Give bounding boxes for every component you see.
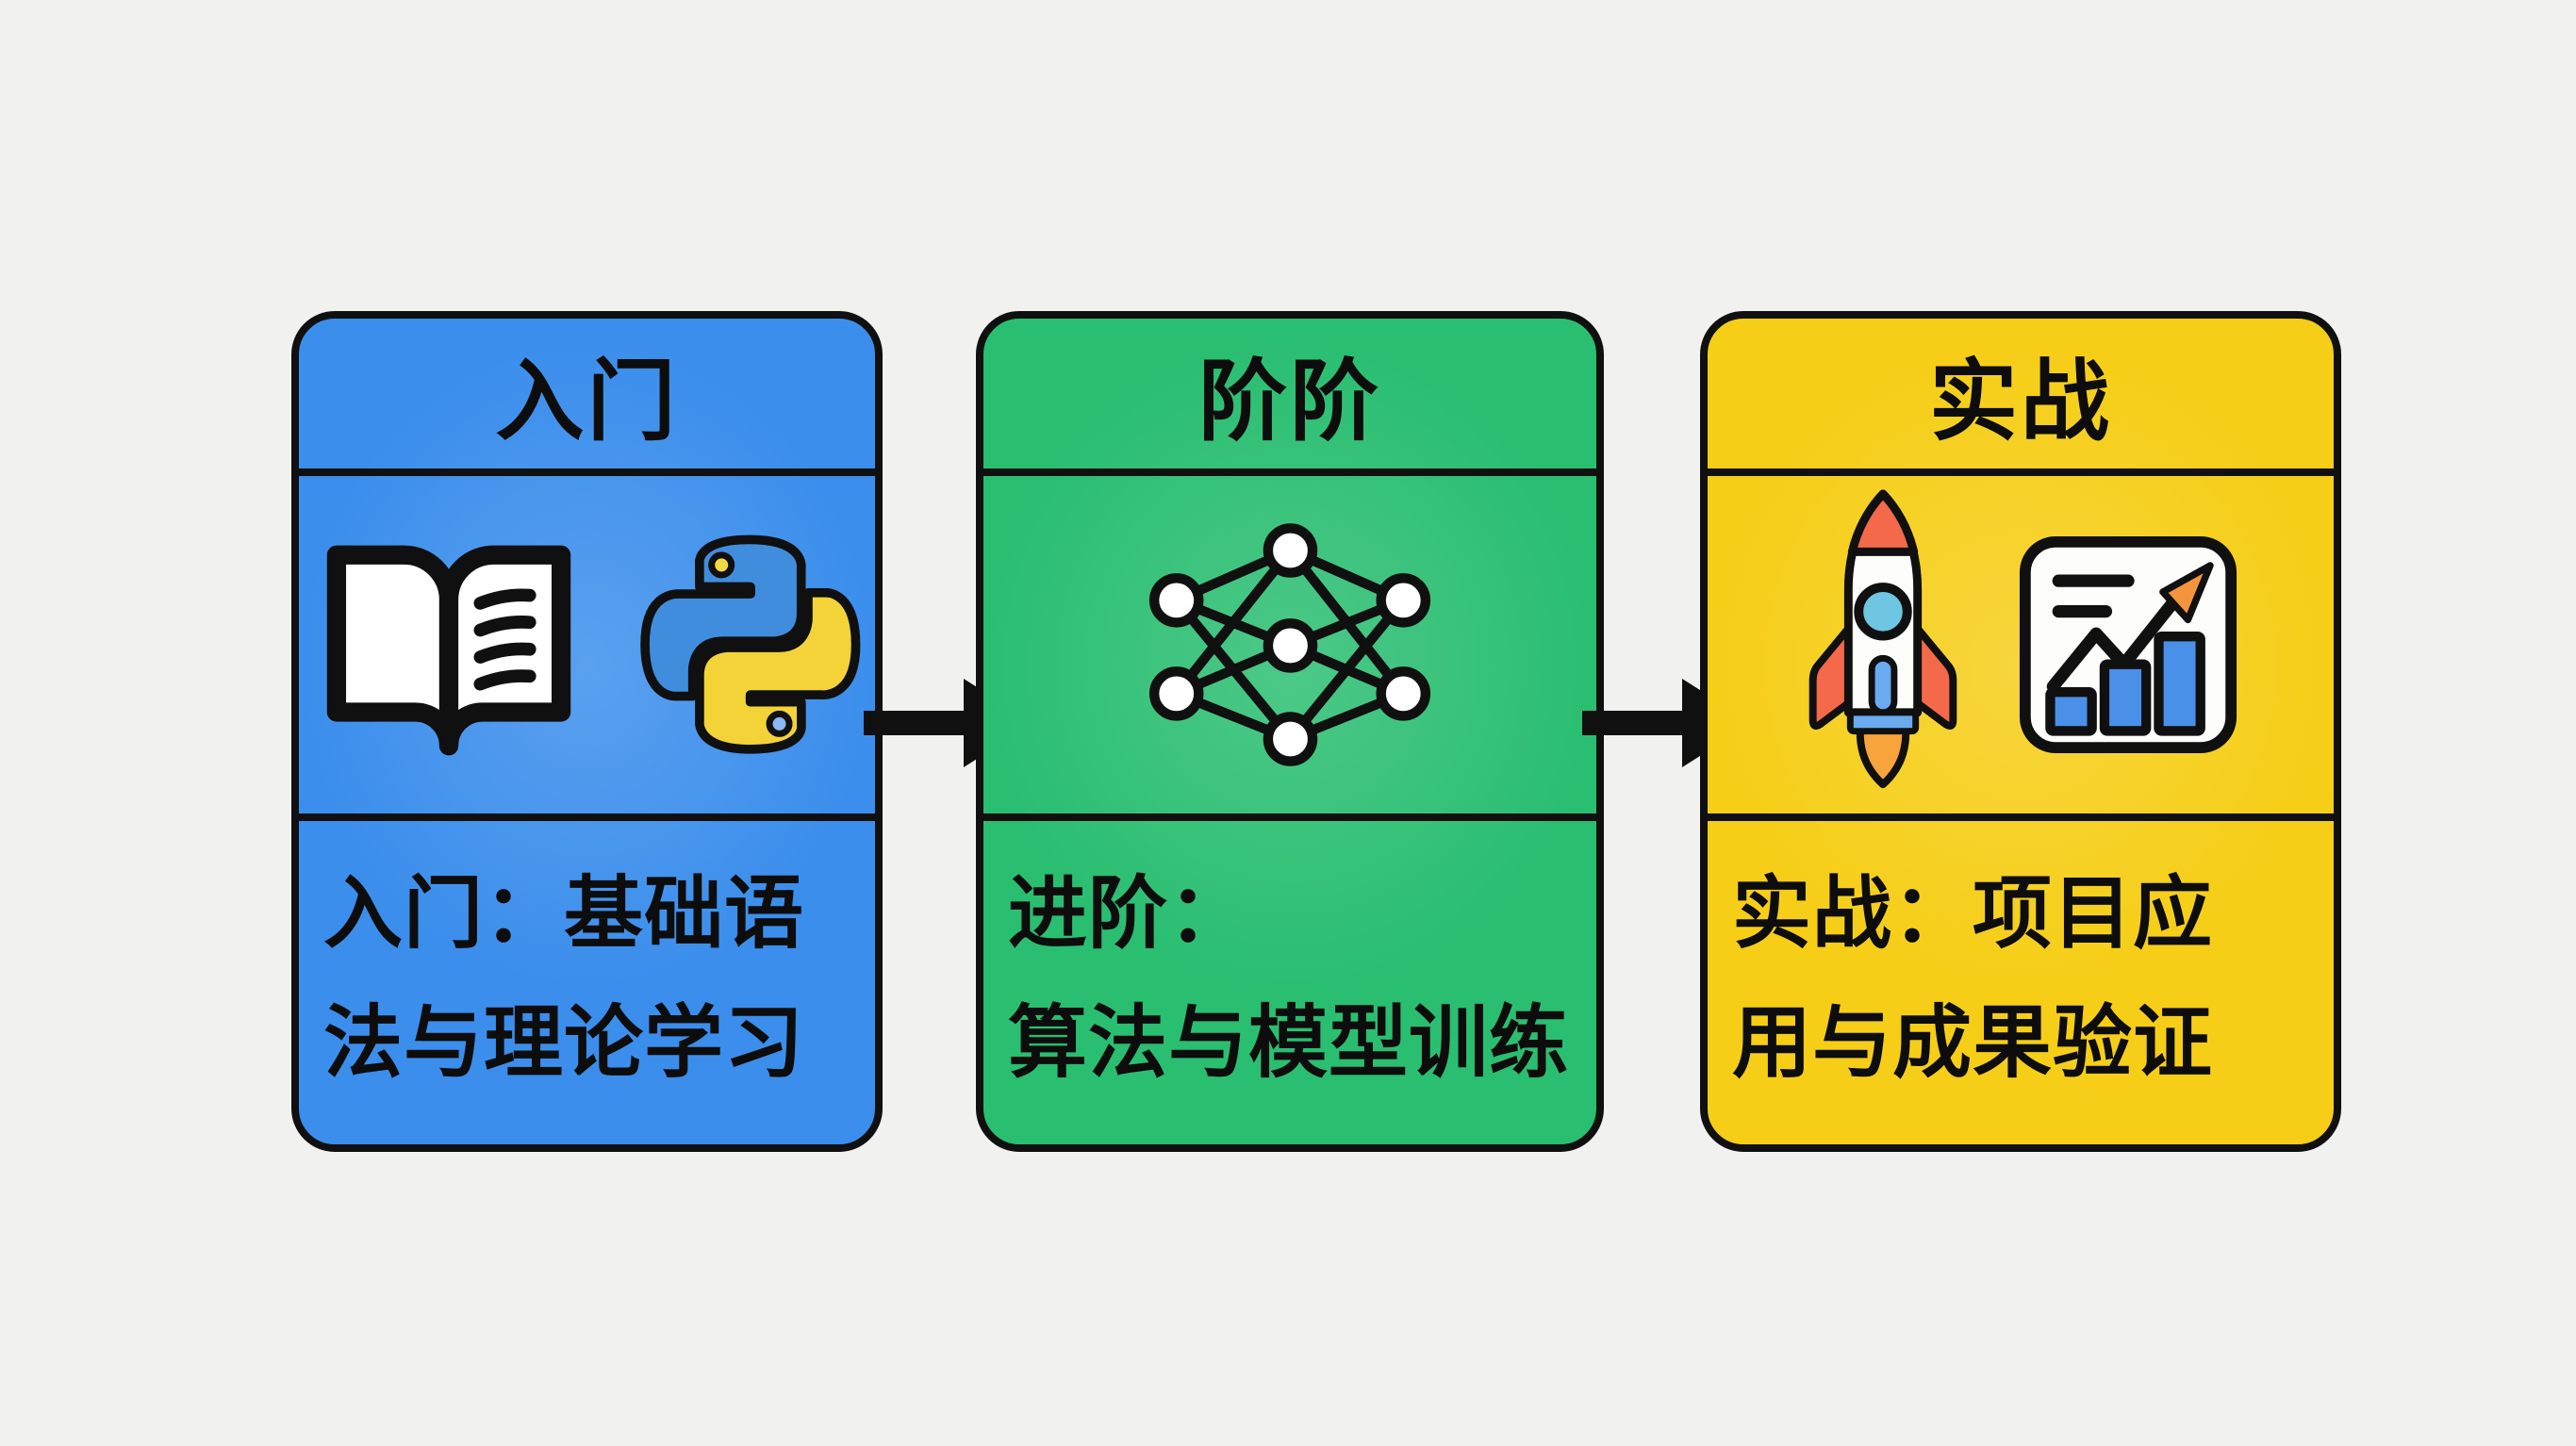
- network-nodes: [1148, 523, 1431, 766]
- stage3-description: 实战：项目应 用与成果验证: [1708, 821, 2334, 1144]
- stage1-description: 入门：基础语 法与理论学习: [299, 821, 875, 1144]
- python-eye-top: [707, 551, 735, 579]
- stage-card-advanced: 阶阶: [976, 311, 1604, 1152]
- python-yellow-snake: [694, 587, 860, 754]
- chart-trend-line: [2046, 597, 2179, 693]
- chart-header-lines: [2052, 574, 2135, 618]
- stage1-title: 入门: [495, 351, 679, 451]
- stage-card-beginner: 入门 入门：基础语 法与理论学习: [291, 311, 883, 1152]
- stage2-description: 进阶： 算法与模型训练: [983, 821, 1596, 1144]
- stage2-title: 阶阶: [1197, 351, 1381, 451]
- chart-bars: [2045, 631, 2205, 736]
- chart-trend-arrowhead: [2159, 562, 2214, 624]
- stage1-icon-section: [299, 476, 875, 821]
- rocket-base: [1846, 709, 1920, 735]
- stage1-desc-line1: 入门：基础语: [323, 869, 805, 959]
- stage1-header: 入门: [299, 319, 875, 476]
- stage3-desc-line2: 用与成果验证: [1732, 997, 2214, 1087]
- stage2-desc-line1: 进阶：: [1008, 869, 1249, 959]
- stage2-header: 阶阶: [983, 319, 1596, 476]
- stage3-desc-line1: 实战：项目应: [1732, 869, 2214, 959]
- rocket-icon: [1808, 489, 1957, 789]
- rocket-window: [1854, 583, 1912, 641]
- stage-card-practice: 实战: [1700, 311, 2341, 1152]
- rocket-nose-cone: [1847, 489, 1919, 556]
- neural-network-icon: [1148, 523, 1431, 766]
- open-book-icon: [326, 545, 570, 756]
- python-logo-icon: [639, 534, 860, 754]
- python-blue-snake: [639, 534, 806, 701]
- python-eye-bottom: [766, 710, 793, 737]
- stage2-icon-section: [983, 476, 1596, 821]
- rocket-nozzle: [1868, 654, 1898, 716]
- stage2-desc-line2: 算法与模型训练: [1008, 997, 1570, 1087]
- rocket-fin-left: [1808, 624, 1853, 731]
- stage1-desc-line2: 法与理论学习: [323, 997, 805, 1087]
- book-text-lines: [472, 588, 537, 691]
- stage3-icon-section: [1708, 476, 2334, 821]
- rocket-fin-right: [1913, 624, 1957, 731]
- stage3-header: 实战: [1708, 319, 2334, 476]
- stage3-title: 实战: [1928, 351, 2112, 451]
- bar-chart-icon: [2019, 535, 2237, 754]
